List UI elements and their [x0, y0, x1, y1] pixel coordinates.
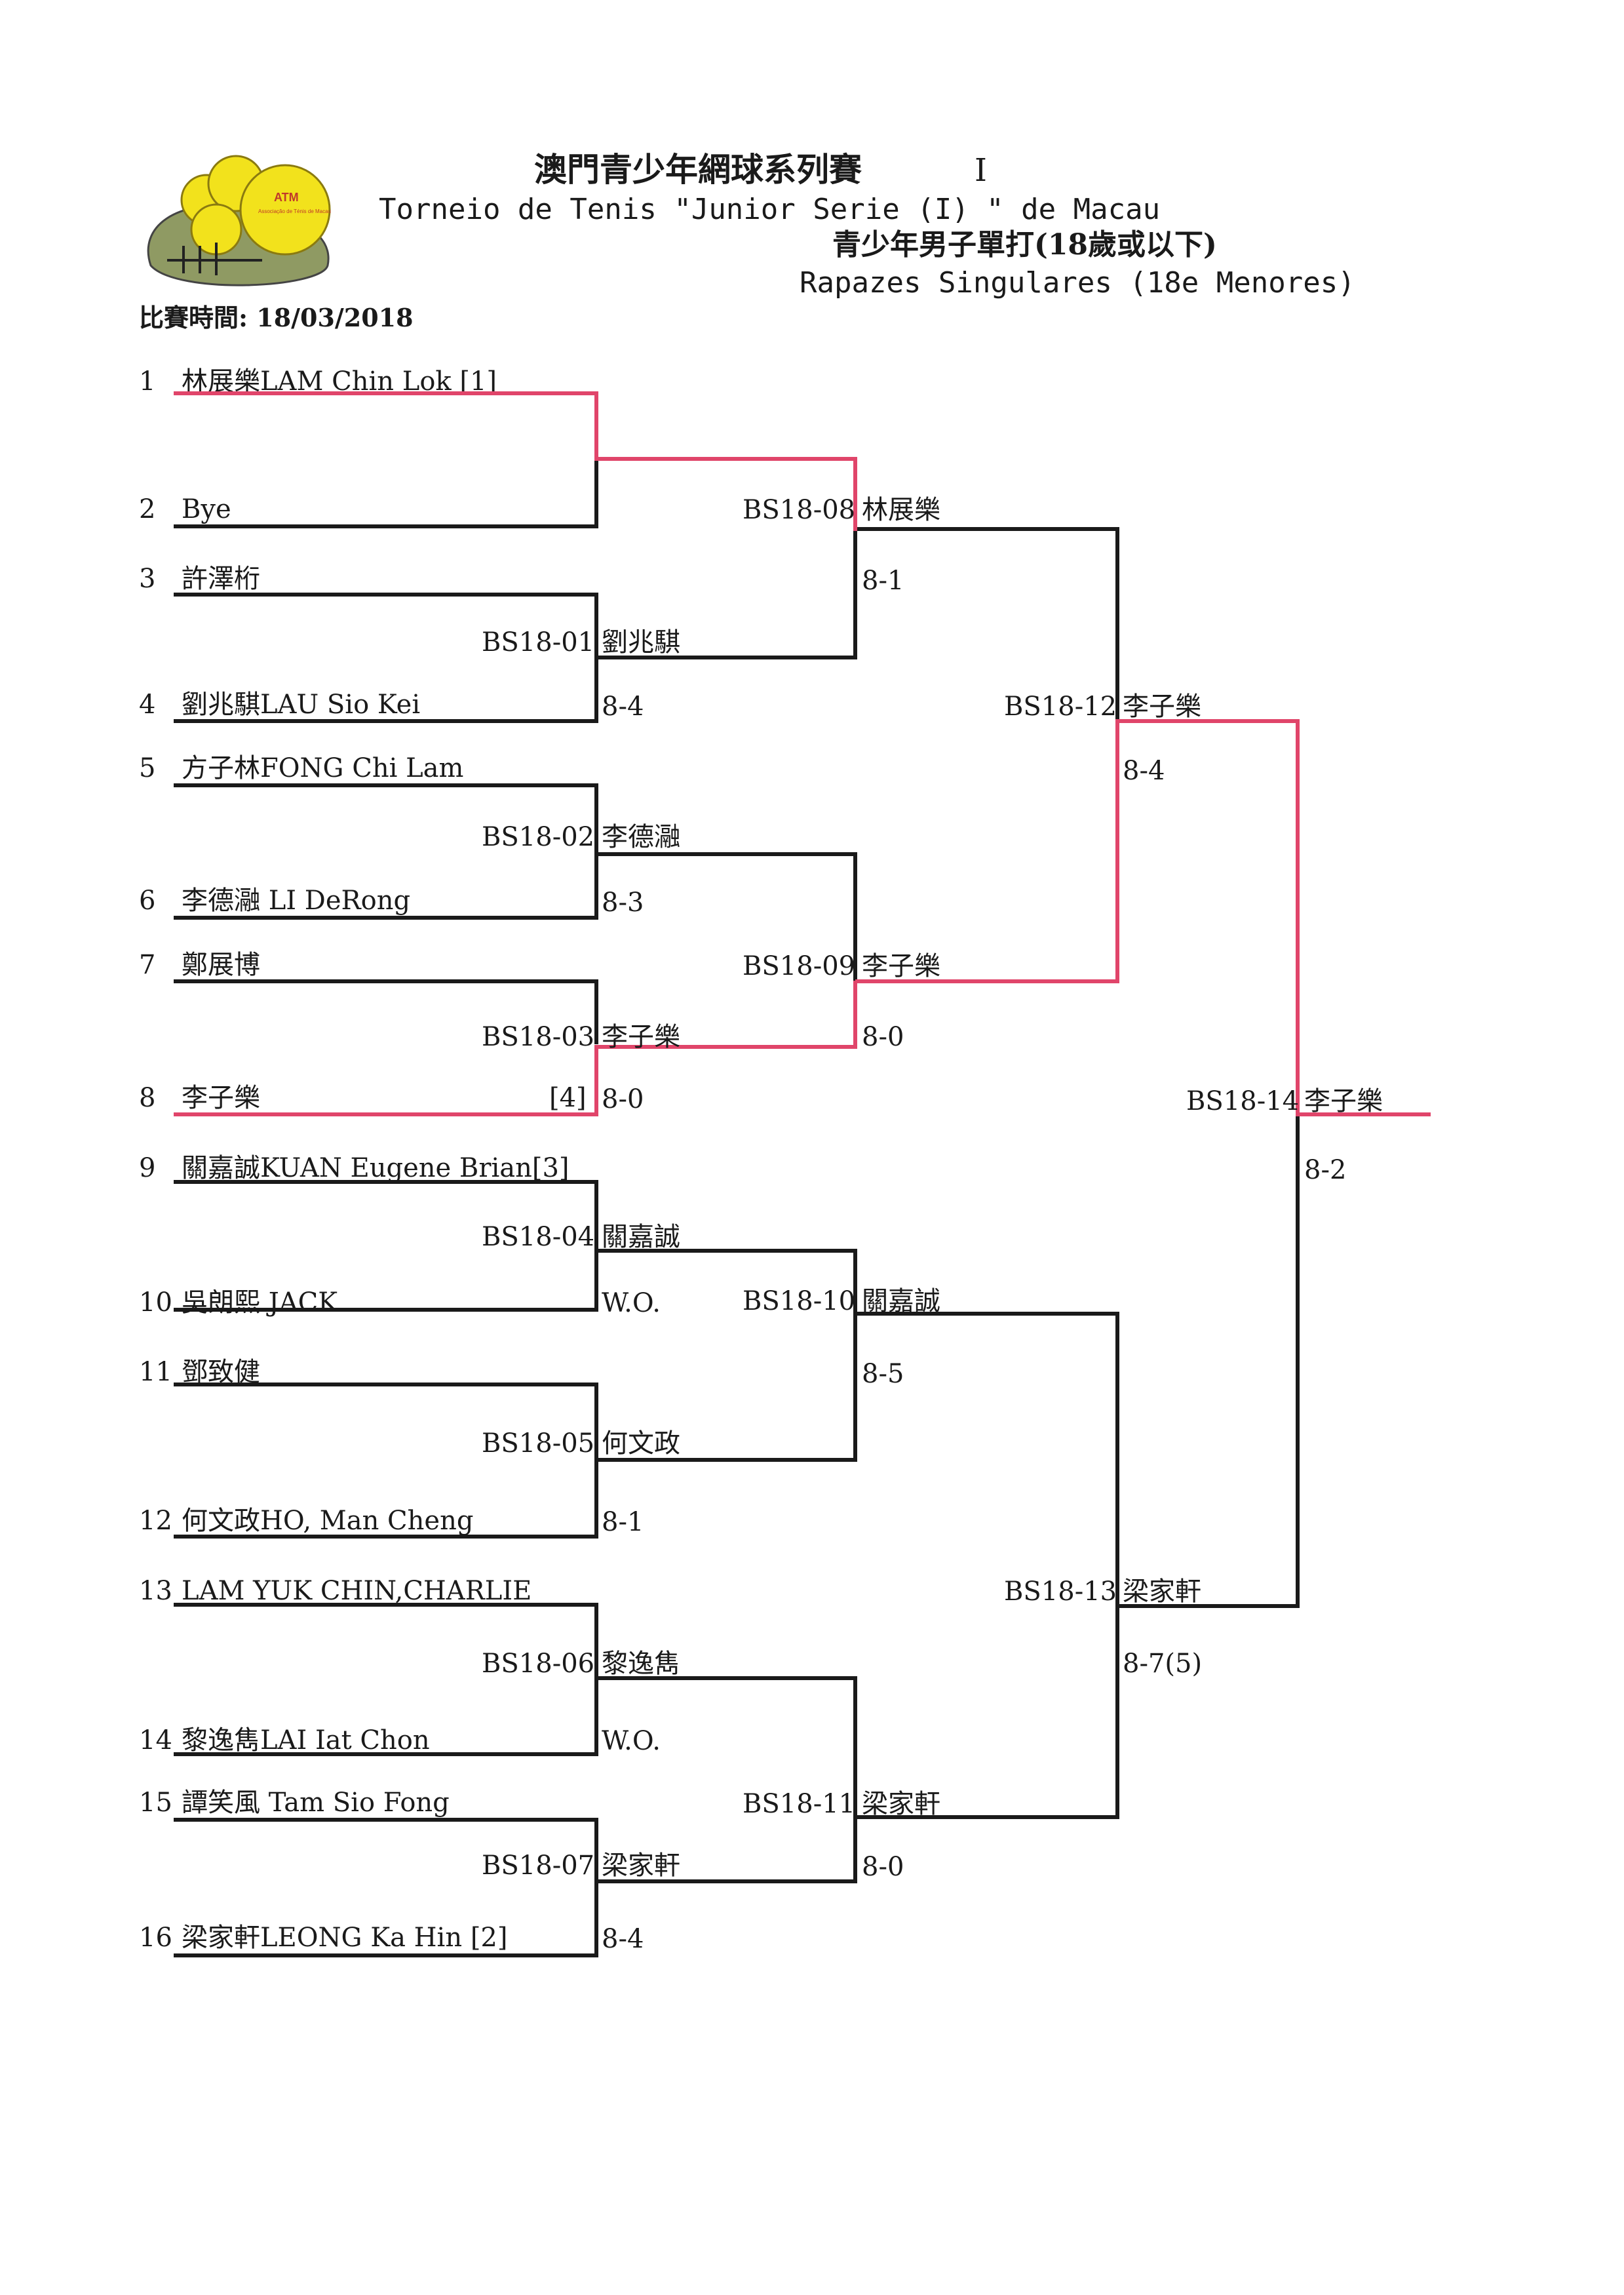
match-winner: 梁家軒 [602, 1851, 680, 1881]
logo-text-top: ATM [274, 191, 299, 204]
player-name: 鄭展博 [182, 950, 260, 980]
player-number: 4 [139, 690, 156, 720]
match-code: BS18-14 [1186, 1086, 1300, 1116]
match-code: BS18-01 [482, 627, 595, 657]
match-code: BS18-03 [482, 1022, 595, 1052]
match-score: 8-1 [862, 566, 904, 596]
match-code: BS18-08 [743, 495, 856, 525]
player-number: 3 [139, 564, 156, 594]
match-date: 比賽時間: 18/03/2018 [139, 303, 414, 332]
player-number: 13 [139, 1576, 172, 1606]
match-winner: 何文政 [602, 1428, 680, 1459]
player-number: 6 [139, 886, 156, 916]
player-number: 7 [139, 950, 156, 980]
match-score: 8-0 [862, 1022, 904, 1052]
match-winner: 梁家軒 [1123, 1577, 1201, 1607]
match-code: BS18-04 [482, 1222, 595, 1252]
player-number: 10 [139, 1287, 172, 1318]
match-code: BS18-02 [482, 822, 595, 852]
category-portuguese: Rapazes Singulares (18e Menores) [800, 266, 1355, 300]
player-name: 關嘉誠KUAN Eugene Brian[3] [182, 1153, 570, 1183]
match-score: 8-0 [602, 1084, 644, 1114]
player-number: 2 [139, 494, 156, 524]
match-score: 8-3 [602, 888, 644, 918]
match-score: 8-0 [862, 1852, 904, 1882]
match-score: 8-4 [602, 692, 644, 722]
player-number: 5 [139, 753, 156, 783]
player-number: 8 [139, 1083, 156, 1113]
match-winner: 劉兆騏 [602, 627, 680, 657]
match-score: 8-4 [1123, 756, 1165, 786]
match-score: 8-2 [1304, 1155, 1347, 1185]
player-number: 15 [139, 1788, 172, 1818]
match-winner: 李德瀜 [602, 822, 680, 852]
player-name: Bye [182, 494, 231, 524]
match-winner: 林展樂 [862, 495, 940, 525]
player-name: 何文政HO, Man Cheng [182, 1506, 474, 1536]
match-code: BS18-06 [482, 1649, 595, 1679]
match-code: BS18-10 [743, 1286, 856, 1316]
player-number: 9 [139, 1153, 156, 1183]
tennis-association-logo: ATM Associação de Ténis de Macau [147, 155, 331, 286]
player-name: 梁家軒LEONG Ka Hin [2] [182, 1923, 508, 1953]
match-code: BS18-05 [482, 1428, 595, 1459]
player-name: 鄧致健 [182, 1357, 260, 1387]
match-winner: 李子樂 [862, 951, 940, 981]
player-seed: [4] [549, 1083, 587, 1113]
player-number: 12 [139, 1506, 172, 1536]
player-name: 黎逸雋LAI Iat Chon [182, 1725, 430, 1756]
title-chinese: 澳門青少年網球系列賽 [534, 150, 862, 189]
match-code: BS18-12 [1004, 692, 1117, 722]
player-number: 14 [139, 1725, 172, 1756]
player-name: 劉兆騏LAU Sio Kei [182, 690, 421, 720]
match-score: W.O. [602, 1726, 661, 1756]
player-number: 1 [139, 366, 156, 397]
player-name: 李子樂 [182, 1083, 260, 1113]
player-number: 16 [139, 1923, 172, 1953]
logo-text-small: Associação de Ténis de Macau [258, 208, 331, 214]
match-winner: 關嘉誠 [602, 1222, 680, 1252]
match-winner: 黎逸雋 [602, 1649, 680, 1679]
match-winner: 梁家軒 [862, 1789, 940, 1819]
match-code: BS18-11 [743, 1789, 856, 1819]
player-name: 李德瀜 LI DeRong [182, 886, 411, 916]
title-portuguese: Torneio de Tenis "Junior Serie (I) " de … [379, 193, 1161, 226]
player-number: 11 [139, 1357, 172, 1387]
match-score: 8-7(5) [1123, 1649, 1203, 1679]
player-name: LAM YUK CHIN,CHARLIE [182, 1576, 532, 1606]
player-name: 譚笑風 Tam Sio Fong [182, 1788, 450, 1818]
title-series-numeral: I [975, 152, 987, 189]
match-code: BS18-07 [482, 1851, 595, 1881]
match-code: BS18-09 [743, 951, 856, 981]
match-winner: 李子樂 [602, 1022, 680, 1052]
match-score: 8-4 [602, 1924, 644, 1954]
match-winner: 李子樂 [1123, 692, 1201, 722]
match-winner: 關嘉誠 [862, 1286, 940, 1316]
match-score: 8-1 [602, 1507, 644, 1537]
match-winner: 李子樂 [1304, 1086, 1383, 1116]
match-score: W.O. [602, 1288, 661, 1318]
match-score: 8-5 [862, 1359, 904, 1389]
category-chinese: 青少年男子單打(18歲或以下) [832, 228, 1217, 262]
match-code: BS18-13 [1004, 1577, 1117, 1607]
player-name: 林展樂LAM Chin Lok [1] [182, 366, 497, 397]
player-name: 方子林FONG Chi Lam [182, 753, 464, 783]
player-name: 許澤桁 [182, 564, 260, 594]
